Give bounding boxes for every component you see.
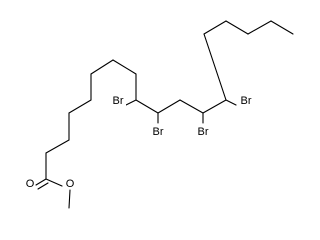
bond [135, 99, 159, 114]
bond [247, 20, 272, 35]
atom-label-background [26, 177, 34, 189]
ester-single-bond [45, 178, 63, 187]
atom-label-background [150, 125, 166, 137]
bond-br4 [225, 99, 237, 106]
bond [90, 59, 114, 75]
bond [45, 139, 70, 154]
bond [157, 99, 181, 114]
atom-label-br4: Br [241, 95, 252, 107]
bond [203, 33, 227, 101]
carbonyl-bond-2 [37, 182, 49, 190]
atom-label-background [195, 125, 211, 137]
bond [68, 99, 92, 114]
bond [225, 20, 249, 35]
atom-label-background [66, 177, 74, 189]
methyl-bond [68, 189, 71, 209]
bond [112, 59, 137, 75]
bond-br1 [125, 99, 137, 106]
bond [270, 20, 294, 35]
atom-label-o1: O [26, 178, 35, 190]
bond [202, 99, 227, 114]
atom-label-br1: Br [113, 95, 124, 107]
carbonyl-bond-1 [35, 178, 47, 186]
atom-label-background [238, 94, 254, 106]
atom-label-br2: Br [153, 126, 164, 138]
atom-label-br3: Br [198, 126, 209, 138]
bond [203, 20, 227, 35]
bond [179, 99, 204, 114]
atom-label-o2: O [66, 178, 75, 190]
atom-label-background [110, 94, 126, 106]
